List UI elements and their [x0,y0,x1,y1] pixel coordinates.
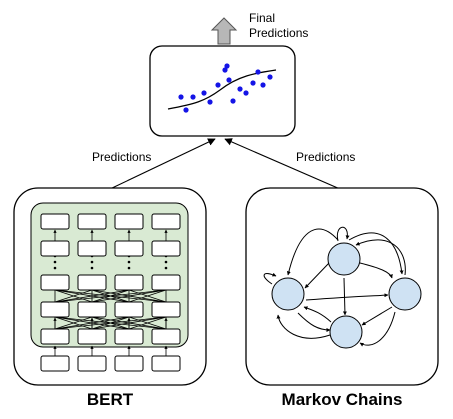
scatter-point [190,94,196,100]
bert-ellipsis-dot [53,266,57,270]
bert-attention-link [128,289,167,303]
bert-layer-unit [151,328,181,345]
bert-input-token [40,355,70,372]
scatter-point [226,77,232,83]
markov-label: Markov Chains [282,390,403,409]
scatter-point [255,69,261,75]
markov-panel [245,187,439,386]
final-prediction-box [149,45,296,137]
bert-layer-unit [151,213,181,230]
scatter-point [201,90,207,96]
bert-layer-unit [151,274,181,291]
scatter-point [224,63,230,69]
bert-input-token [151,355,181,372]
bert-attention-link [128,316,167,330]
bert-ellipsis-dot [53,260,57,264]
bert-layer-unit [114,301,144,318]
bert-input-token [114,355,144,372]
bert-attention-link [54,289,93,303]
markov-state-top [327,242,361,276]
bert-layer-unit [40,213,70,230]
bert-input-token [77,355,107,372]
predictions-label-left: Predictions [92,150,151,164]
bert-panel [13,187,207,386]
bert-layer-unit [40,301,70,318]
bert-label: BERT [87,390,134,409]
bert-attention-connections [53,229,168,356]
bert-ellipsis-dot [164,266,168,270]
bert-ellipsis-dot [164,260,168,264]
bert-layer-unit [77,213,107,230]
bert-layer-unit [77,328,107,345]
bert-ellipsis-dot [90,260,94,264]
scatter-point [222,67,228,73]
bert-layer-unit [114,213,144,230]
bert-ellipsis-dot [90,266,94,270]
bert-attention-link [91,289,167,303]
bert-layer-units [40,213,181,372]
scatter-point [178,94,184,100]
bert-layer-unit [151,301,181,318]
bert-layer-unit [77,274,107,291]
scatter-point [243,90,249,96]
bert-attention-link [54,289,167,303]
bert-layer-unit [77,240,107,257]
bert-ellipsis-dot [127,260,131,264]
bert-layer-unit [40,240,70,257]
scatter-point [183,107,189,113]
up-arrow-icon [210,17,238,45]
scatter-points [178,63,273,113]
scatter-point [260,82,266,88]
predictions-label-right: Predictions [296,150,355,164]
scatter-point [230,98,236,104]
bert-layer-unit [40,328,70,345]
bert-layer-unit [40,274,70,291]
arrow-bert-to-final [109,138,216,190]
markov-state-bottom [329,315,363,349]
bert-attention-link [54,316,93,330]
bert-layer-unit [114,328,144,345]
final-label-line2: Predictions [249,26,308,40]
arrow-markov-to-final [224,138,341,190]
markov-state-left [271,277,305,311]
bert-attention-link [54,289,130,303]
self-loop-arrow-icon [336,226,350,242]
bert-layer-unit [114,240,144,257]
bert-layer-unit [77,301,107,318]
final-label-line1: Final [249,11,275,25]
self-loop-arrow-icon [263,272,277,285]
scatter-point [267,74,273,80]
scatter-point [250,80,256,86]
scatter-point [207,99,213,105]
scatter-point [215,82,221,88]
markov-state-right [388,277,422,311]
bert-attention-link [54,316,167,330]
bert-layer-unit [114,274,144,291]
bert-layer-unit [151,240,181,257]
markov-transitions [276,228,406,347]
scatter-point [237,86,243,92]
bert-ellipsis-dot [127,266,131,270]
